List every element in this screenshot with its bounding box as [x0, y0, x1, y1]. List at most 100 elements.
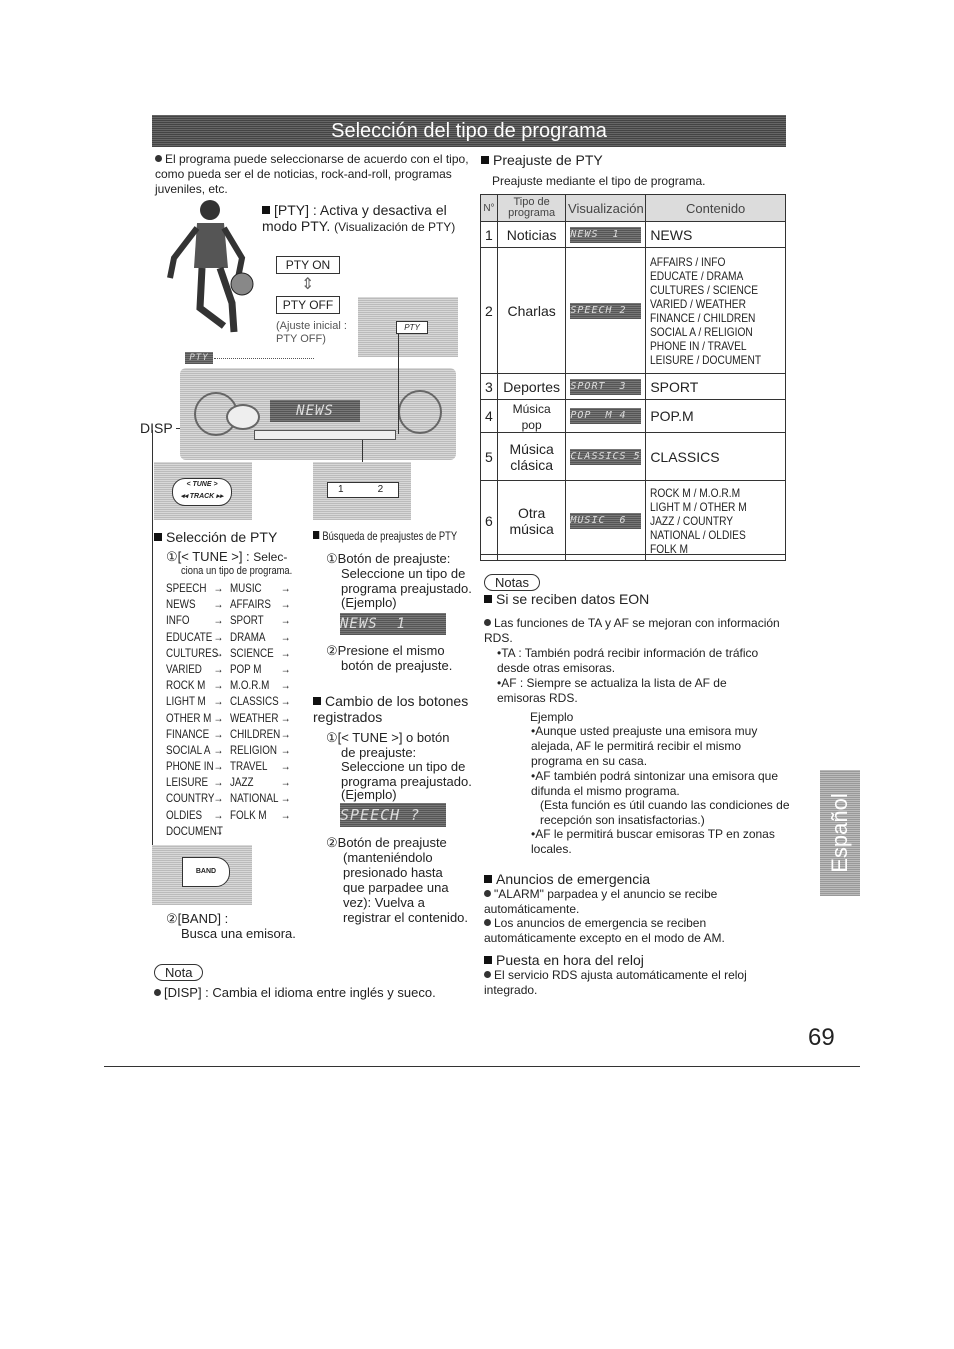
disp-label: DISP — [140, 420, 173, 436]
eon-ta: •TA : También podrá recibir información … — [497, 646, 759, 675]
arrow-icon: → — [280, 726, 291, 741]
pty-sequence-item: TRAVEL — [229, 759, 268, 774]
pty-sequence-item: OLDIES — [166, 807, 203, 822]
band-label: ②[BAND] : — [166, 911, 229, 926]
arrow-icon: → — [280, 742, 291, 757]
pty-button-closeup: PTY — [358, 297, 458, 357]
footer-rule — [104, 1066, 860, 1067]
page-number: 69 — [808, 1024, 835, 1051]
col-header-type: Tipo de programa — [496, 194, 567, 222]
cell-number: 5 — [480, 432, 498, 481]
cell-content-text: SPORT — [650, 378, 699, 395]
cell-type-text: Música clásica — [509, 440, 554, 473]
intro-text: El programa puede seleccionarse de acuer… — [155, 152, 469, 196]
pty-sequence-item: DOCUMENT — [166, 823, 223, 838]
pty-button[interactable]: PTY — [396, 321, 428, 334]
pty-sequence-item: EDUCATE — [166, 629, 213, 644]
cell-lcd: SPEECH 2 — [570, 302, 642, 319]
disp-button[interactable] — [226, 404, 260, 430]
leader-line — [214, 358, 314, 359]
cell-lcd: SPORT 3 — [570, 378, 642, 395]
pty-sequence-row: FINANCE→CHILDREN→ — [166, 726, 291, 742]
pty-sequence-row: EDUCATE→DRAMA→ — [166, 629, 291, 645]
cell-number: 2 — [480, 247, 498, 374]
emergencia-text2: Los anuncios de emergencia se reciben au… — [484, 916, 725, 945]
preajuste-sub: Preajuste mediante el tipo de programa. — [492, 174, 706, 188]
col-header-content: Contenido — [645, 194, 786, 222]
cell-display: SPEECH 2 — [565, 247, 647, 374]
pty-sequence-row: OLDIES→FOLK M→ — [166, 807, 291, 823]
arrow-icon: → — [213, 613, 224, 628]
pty-sequence-item: RELIGION — [229, 742, 277, 757]
cambio-step2-desc: (manteniéndolo presionado hasta que parp… — [343, 850, 469, 925]
seleccion-step1: ①[< TUNE >] : Selec- — [166, 549, 288, 564]
pty-sequence-item: LIGHT M — [166, 694, 206, 709]
tune-knob[interactable] — [398, 390, 442, 434]
pty-sequence-item: JAZZ — [229, 775, 254, 790]
pty-sequence-item: POP M — [229, 661, 262, 676]
cell-display: CLASSICS 5 — [565, 432, 647, 481]
arrow-icon: → — [213, 726, 224, 741]
band-button[interactable]: BAND — [182, 857, 230, 887]
arrow-icon: → — [280, 694, 291, 709]
pty-sequence-item: DRAMA — [229, 629, 266, 644]
reloj-text: El servicio RDS ajusta automáticamente e… — [484, 968, 747, 997]
pty-sequence-item: CULTURES — [166, 645, 219, 660]
pty-off-display: PTY OFF — [276, 296, 340, 314]
arrow-icon: → — [213, 581, 224, 595]
pty-sequence-row: PHONE IN→TRAVEL→ — [166, 758, 291, 774]
busqueda-step2-desc: botón de preajuste. — [341, 658, 453, 673]
busqueda-heading: Búsqueda de preajustes de PTY — [313, 529, 457, 543]
pty-sequence-item: INFO — [166, 613, 190, 628]
busqueda-step2: ②Presione el mismo — [326, 643, 445, 658]
arrow-icon: → — [280, 597, 291, 612]
pty-sequence-item: AFFAIRS — [229, 597, 271, 612]
arrow-icon: → — [280, 791, 291, 806]
tune-track-button[interactable]: < TUNE >◂◂ TRACK ▸▸ — [172, 478, 232, 506]
notas-label: Notas — [484, 574, 540, 591]
arrow-icon: → — [213, 775, 224, 790]
arrow-icon: → — [213, 629, 224, 644]
pty-preset-table: N° Tipo de programa Visualización Conten… — [480, 194, 786, 561]
arrow-icon: → — [213, 645, 224, 660]
arrow-icon: → — [280, 710, 291, 725]
pty-sequence-item: FOLK M — [229, 807, 267, 822]
table-header-row: N° Tipo de programa Visualización Conten… — [480, 194, 786, 222]
eon-af: •AF : Siempre se actualiza la lista de A… — [497, 676, 727, 705]
pty-mode-heading: [PTY] : Activa y desactiva el modo PTY. … — [262, 202, 456, 234]
pty-sequence-row: LEISURE→JAZZ→ — [166, 774, 291, 790]
cell-content-text: ROCK M / M.O.R.M LIGHT M / OTHER M JAZZ … — [650, 485, 748, 556]
pty-sequence-row: INFO→SPORT→ — [166, 612, 291, 628]
car-stereo-faceplate: NEWS — [180, 368, 456, 460]
pty-sequence-row: VARIED→POP M→ — [166, 661, 291, 677]
cell-lcd: CLASSICS 5 — [570, 448, 642, 465]
cell-number: 1 — [480, 221, 498, 248]
pty-sequence-item: SCIENCE — [229, 645, 274, 660]
toggle-arrow-icon: ⇕ — [301, 276, 315, 293]
cell-content-text: NEWS — [650, 226, 693, 243]
pty-sequence-row: NEWS→AFFAIRS→ — [166, 596, 291, 612]
cambio-lcd: SPEECH ? — [340, 803, 446, 827]
cell-type: Deportes — [496, 373, 567, 400]
cell-type-text: Deportes — [503, 378, 561, 395]
cambio-step1: ①[< TUNE >] o botón — [326, 730, 450, 745]
preset-buttons-row[interactable] — [254, 430, 396, 440]
cambio-step1-b: de preajuste: — [341, 745, 417, 760]
pty-sequence-item: SOCIAL A — [166, 742, 211, 757]
pty-sequence-item: M.O.R.M — [229, 678, 270, 693]
stereo-lcd: NEWS — [270, 400, 360, 422]
pty-sequence-item: MUSIC — [229, 581, 262, 595]
pty-sequence-item: WEATHER — [229, 710, 279, 725]
cell-display: SPORT 3 — [565, 373, 647, 400]
cell-lcd: MUSIC 6 — [570, 512, 642, 529]
cell-type-text: Charlas — [507, 302, 556, 319]
cell-content: ROCK M / M.O.R.M LIGHT M / OTHER M JAZZ … — [645, 480, 786, 561]
pty-sequence-row: COUNTRY→NATIONAL→ — [166, 790, 291, 806]
band-button-closeup: BAND — [152, 845, 252, 905]
pty-indicator: PTY — [185, 352, 213, 364]
